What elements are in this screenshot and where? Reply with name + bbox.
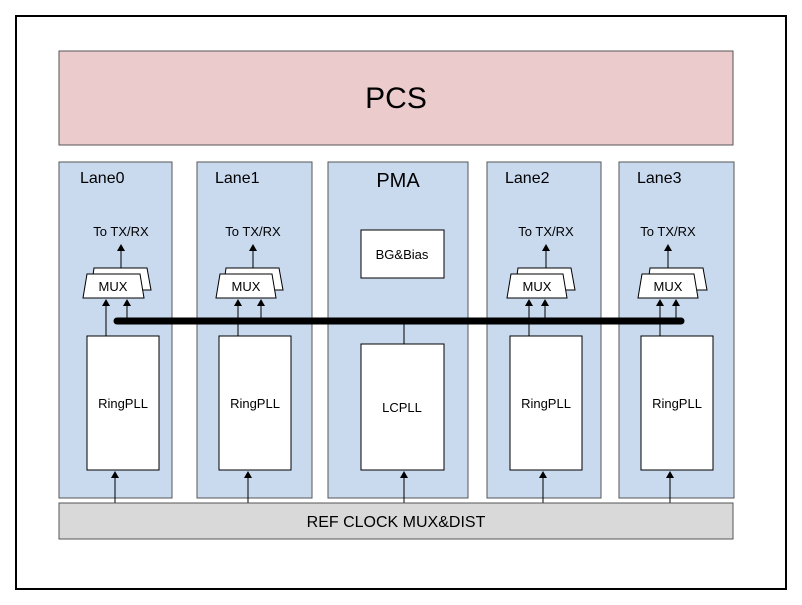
lane2-to-txrx-label: To TX/RX [518,224,574,239]
lane3-title: Lane3 [637,170,682,187]
pcs-label: PCS [365,82,427,115]
pma-title: PMA [376,170,420,192]
lane3-to-txrx-label: To TX/RX [640,224,696,239]
lane2-mux-label: MUX [523,279,552,294]
lane0-to-txrx-label: To TX/RX [93,224,149,239]
lane0-title: Lane0 [80,170,125,187]
lane2-mux-box [506,273,568,299]
lane0-mux-box [82,273,145,299]
ref-clock-label: REF CLOCK MUX&DIST [307,514,486,531]
lane1-mux-label: MUX [232,279,261,294]
lane2-ringpll-box [509,335,583,471]
ref-clock-block: REF CLOCK MUX&DIST [58,502,734,540]
lane1-ringpll-label: RingPLL [230,396,280,411]
lcpll-box [360,343,445,471]
ref-clock-box [58,502,734,540]
lane3-mux-label: MUX [654,279,683,294]
lane2: Lane2 To TX/RX MUX RingPLL [505,170,583,503]
bg-bias-box [360,229,445,279]
outer-frame [15,15,787,590]
bg-bias-label: BG&Bias [376,247,429,262]
lane3-ringpll-label: RingPLL [652,396,702,411]
pcs-box [58,50,734,146]
lane1: Lane1 To TX/RX MUX RingPLL [215,170,292,503]
lane1-to-txrx-label: To TX/RX [225,224,281,239]
lane0: Lane0 To TX/RX MUX RingPLL [80,170,160,503]
lane1-title: Lane1 [215,170,260,187]
lane1-ringpll-box [218,335,292,471]
lane2-ringpll-label: RingPLL [521,396,571,411]
pma: PMA BG&Bias LCPLL [360,170,445,503]
lane1-mux-box [215,273,277,299]
lane2-title: Lane2 [505,170,550,187]
lane3: Lane3 To TX/RX MUX RingPLL [637,170,714,503]
lane3-ringpll-box [640,335,714,471]
lcpll-label: LCPLL [382,400,422,415]
lane3-mux-box [637,273,699,299]
lane0-mux-label: MUX [99,279,128,294]
lane0-ringpll-label: RingPLL [98,396,148,411]
lane0-ringpll-box [86,335,160,471]
pcs-block: PCS [58,50,734,146]
